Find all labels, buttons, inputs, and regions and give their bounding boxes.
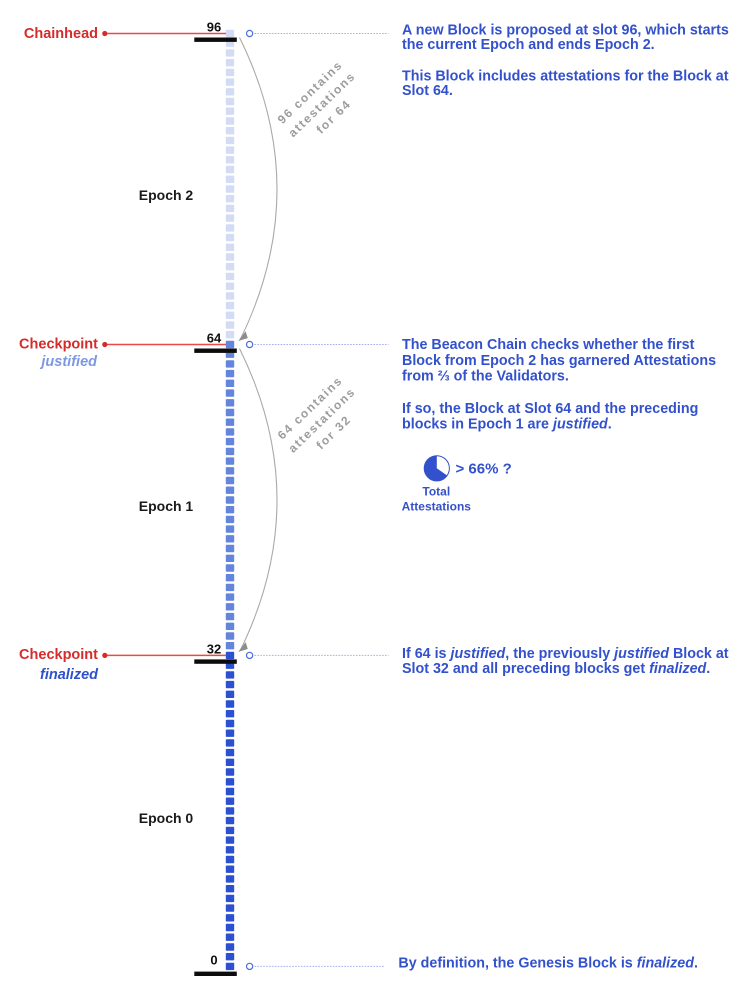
svg-text:Epoch 2: Epoch 2 bbox=[139, 187, 194, 203]
svg-text:Epoch 0: Epoch 0 bbox=[139, 810, 194, 826]
svg-text:finalized: finalized bbox=[40, 667, 99, 683]
svg-text:Slot 32 and all preceding bloc: Slot 32 and all preceding blocks get fin… bbox=[402, 661, 710, 677]
svg-text:0: 0 bbox=[210, 952, 217, 967]
svg-text:> 66% ?: > 66% ? bbox=[456, 461, 512, 478]
svg-text:the current Epoch and ends Epo: the current Epoch and ends Epoch 2. bbox=[402, 37, 655, 53]
svg-text:By definition, the Genesis Blo: By definition, the Genesis Block is fina… bbox=[398, 956, 698, 972]
svg-text:Block from Epoch 2 has garnere: Block from Epoch 2 has garnered Attestat… bbox=[402, 353, 716, 369]
svg-text:96: 96 bbox=[207, 20, 221, 35]
svg-text:64: 64 bbox=[207, 331, 222, 346]
svg-text:blocks in Epoch 1 are justifie: blocks in Epoch 1 are justified. bbox=[402, 417, 612, 433]
svg-text:If so, the Block at Slot 64 an: If so, the Block at Slot 64 and the prec… bbox=[402, 401, 698, 417]
svg-text:Total: Total bbox=[422, 485, 450, 499]
svg-text:Checkpoint: Checkpoint bbox=[19, 647, 98, 663]
svg-text:Chainhead: Chainhead bbox=[24, 26, 98, 42]
svg-text:from ⅔ of the Validators.: from ⅔ of the Validators. bbox=[402, 368, 569, 384]
svg-text:The Beacon Chain checks whethe: The Beacon Chain checks whether the firs… bbox=[402, 337, 695, 353]
svg-text:Slot 64.: Slot 64. bbox=[402, 83, 453, 99]
svg-text:Checkpoint: Checkpoint bbox=[19, 336, 98, 352]
svg-text:A new Block is proposed at slo: A new Block is proposed at slot 96, whic… bbox=[402, 23, 729, 39]
svg-text:This Block includes attestatio: This Block includes attestations for the… bbox=[402, 68, 729, 84]
svg-text:Attestations: Attestations bbox=[402, 500, 472, 514]
svg-text:32: 32 bbox=[207, 641, 221, 656]
svg-text:justified: justified bbox=[39, 354, 98, 370]
svg-text:If 64 is justified, the previo: If 64 is justified, the previously justi… bbox=[402, 646, 729, 662]
svg-text:Epoch 1: Epoch 1 bbox=[139, 498, 194, 514]
